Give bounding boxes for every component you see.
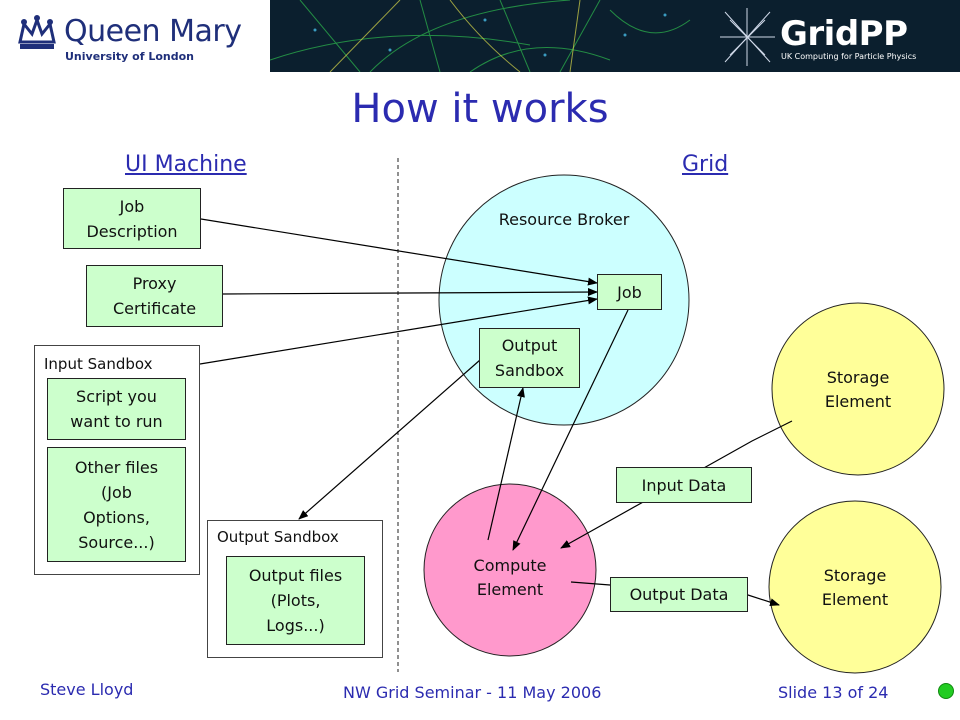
input-sandbox-label: Input Sandbox <box>44 355 153 373</box>
queen-mary-logo <box>14 10 264 66</box>
storage-element-label-1: Storage Element <box>824 368 892 411</box>
status-dot-icon <box>938 683 954 699</box>
compute-element-label: Compute Element <box>473 556 547 599</box>
job-box: Job <box>597 274 662 310</box>
storage-element-circle-1 <box>771 302 945 476</box>
arrow-ce-to-output-sandbox <box>487 387 525 541</box>
arrow-jobdesc-to-job <box>200 218 598 286</box>
crown-icon <box>18 15 56 49</box>
arrow-output-sandbox-to-ui <box>298 359 481 520</box>
footer-slide-number: Slide 13 of 24 <box>778 683 889 702</box>
arrow-proxy-to-job <box>222 288 598 297</box>
storage-element-label-2: Storage Element <box>821 566 889 609</box>
grid-heading: Grid <box>682 152 729 177</box>
particle-tracks-banner <box>270 0 960 72</box>
storage-element-circle-2 <box>768 500 942 674</box>
resource-broker-label: Resource Broker <box>498 210 630 229</box>
other-files-box: Other files (Job Options, Source...) <box>47 447 186 562</box>
output-sandbox-box: Output Sandbox <box>479 328 580 388</box>
gridpp-logo-text: GridPP <box>780 14 908 54</box>
footer-event: NW Grid Seminar - 11 May 2006 <box>343 683 602 702</box>
output-sandbox-label: Output Sandbox <box>217 528 339 546</box>
arrow-storage-to-ce <box>560 420 793 549</box>
queen-mary-name: Queen Mary <box>64 14 242 49</box>
script-box: Script you want to run <box>47 378 186 440</box>
ui-machine-heading: UI Machine <box>125 152 247 177</box>
compute-element-circle <box>423 483 597 657</box>
gridpp-subtitle: UK Computing for Particle Physics <box>781 52 917 61</box>
input-data-box: Input Data <box>616 467 752 503</box>
output-files-box: Output files (Plots, Logs...) <box>226 556 365 645</box>
queen-mary-subtitle: University of London <box>65 50 194 63</box>
slide-title: How it works <box>351 86 609 132</box>
arrow-job-to-ce <box>512 309 629 551</box>
proxy-certificate-box: Proxy Certificate <box>86 265 223 327</box>
footer-author: Steve Lloyd <box>40 680 134 699</box>
job-description-box: Job Description <box>63 188 201 249</box>
arrow-sandbox-to-job <box>199 296 598 365</box>
header: Queen Mary University of London GridPP U… <box>0 0 960 72</box>
output-data-box: Output Data <box>610 577 748 612</box>
